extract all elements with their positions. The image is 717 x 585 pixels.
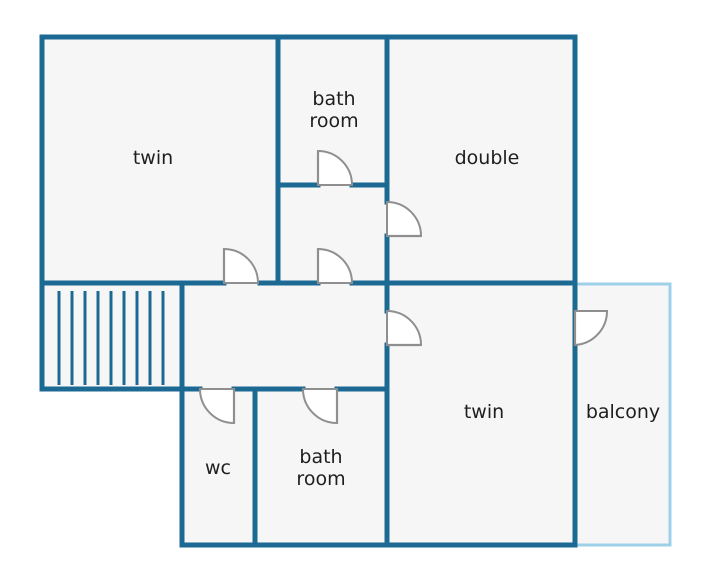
door-wc xyxy=(198,388,236,425)
hall-floor xyxy=(182,283,387,389)
balcony-outline xyxy=(575,282,672,547)
room-label-bathroom-top-line1: bath xyxy=(312,88,355,110)
room-label-bathroom-bottom-line2: room xyxy=(296,468,345,490)
door-bathroom-bottom xyxy=(301,388,339,425)
room-labels: twin bath room double wc bath room twin … xyxy=(133,88,660,490)
door-balcony xyxy=(573,310,609,347)
door-bathroom-top xyxy=(316,149,354,186)
room-label-double: double xyxy=(455,147,520,169)
twin-top-left-floor xyxy=(42,37,278,283)
room-label-twin-top-left: twin xyxy=(133,147,173,169)
room-label-twin-bottom-right: twin xyxy=(464,401,504,423)
room-label-balcony: balcony xyxy=(586,401,660,423)
door-twin-top-left xyxy=(222,247,260,284)
door-double xyxy=(386,200,423,238)
doors xyxy=(198,149,609,425)
twin-bottom-right-floor xyxy=(387,283,575,545)
staircase xyxy=(57,291,165,385)
door-hall-upper xyxy=(316,247,354,284)
door-twin-bottom-right xyxy=(386,309,423,347)
double-floor xyxy=(387,37,575,283)
room-label-wc: wc xyxy=(205,457,231,479)
room-label-bathroom-bottom-line1: bath xyxy=(299,446,342,468)
walls xyxy=(39,34,578,548)
room-label-bathroom-top-line2: room xyxy=(309,110,358,132)
